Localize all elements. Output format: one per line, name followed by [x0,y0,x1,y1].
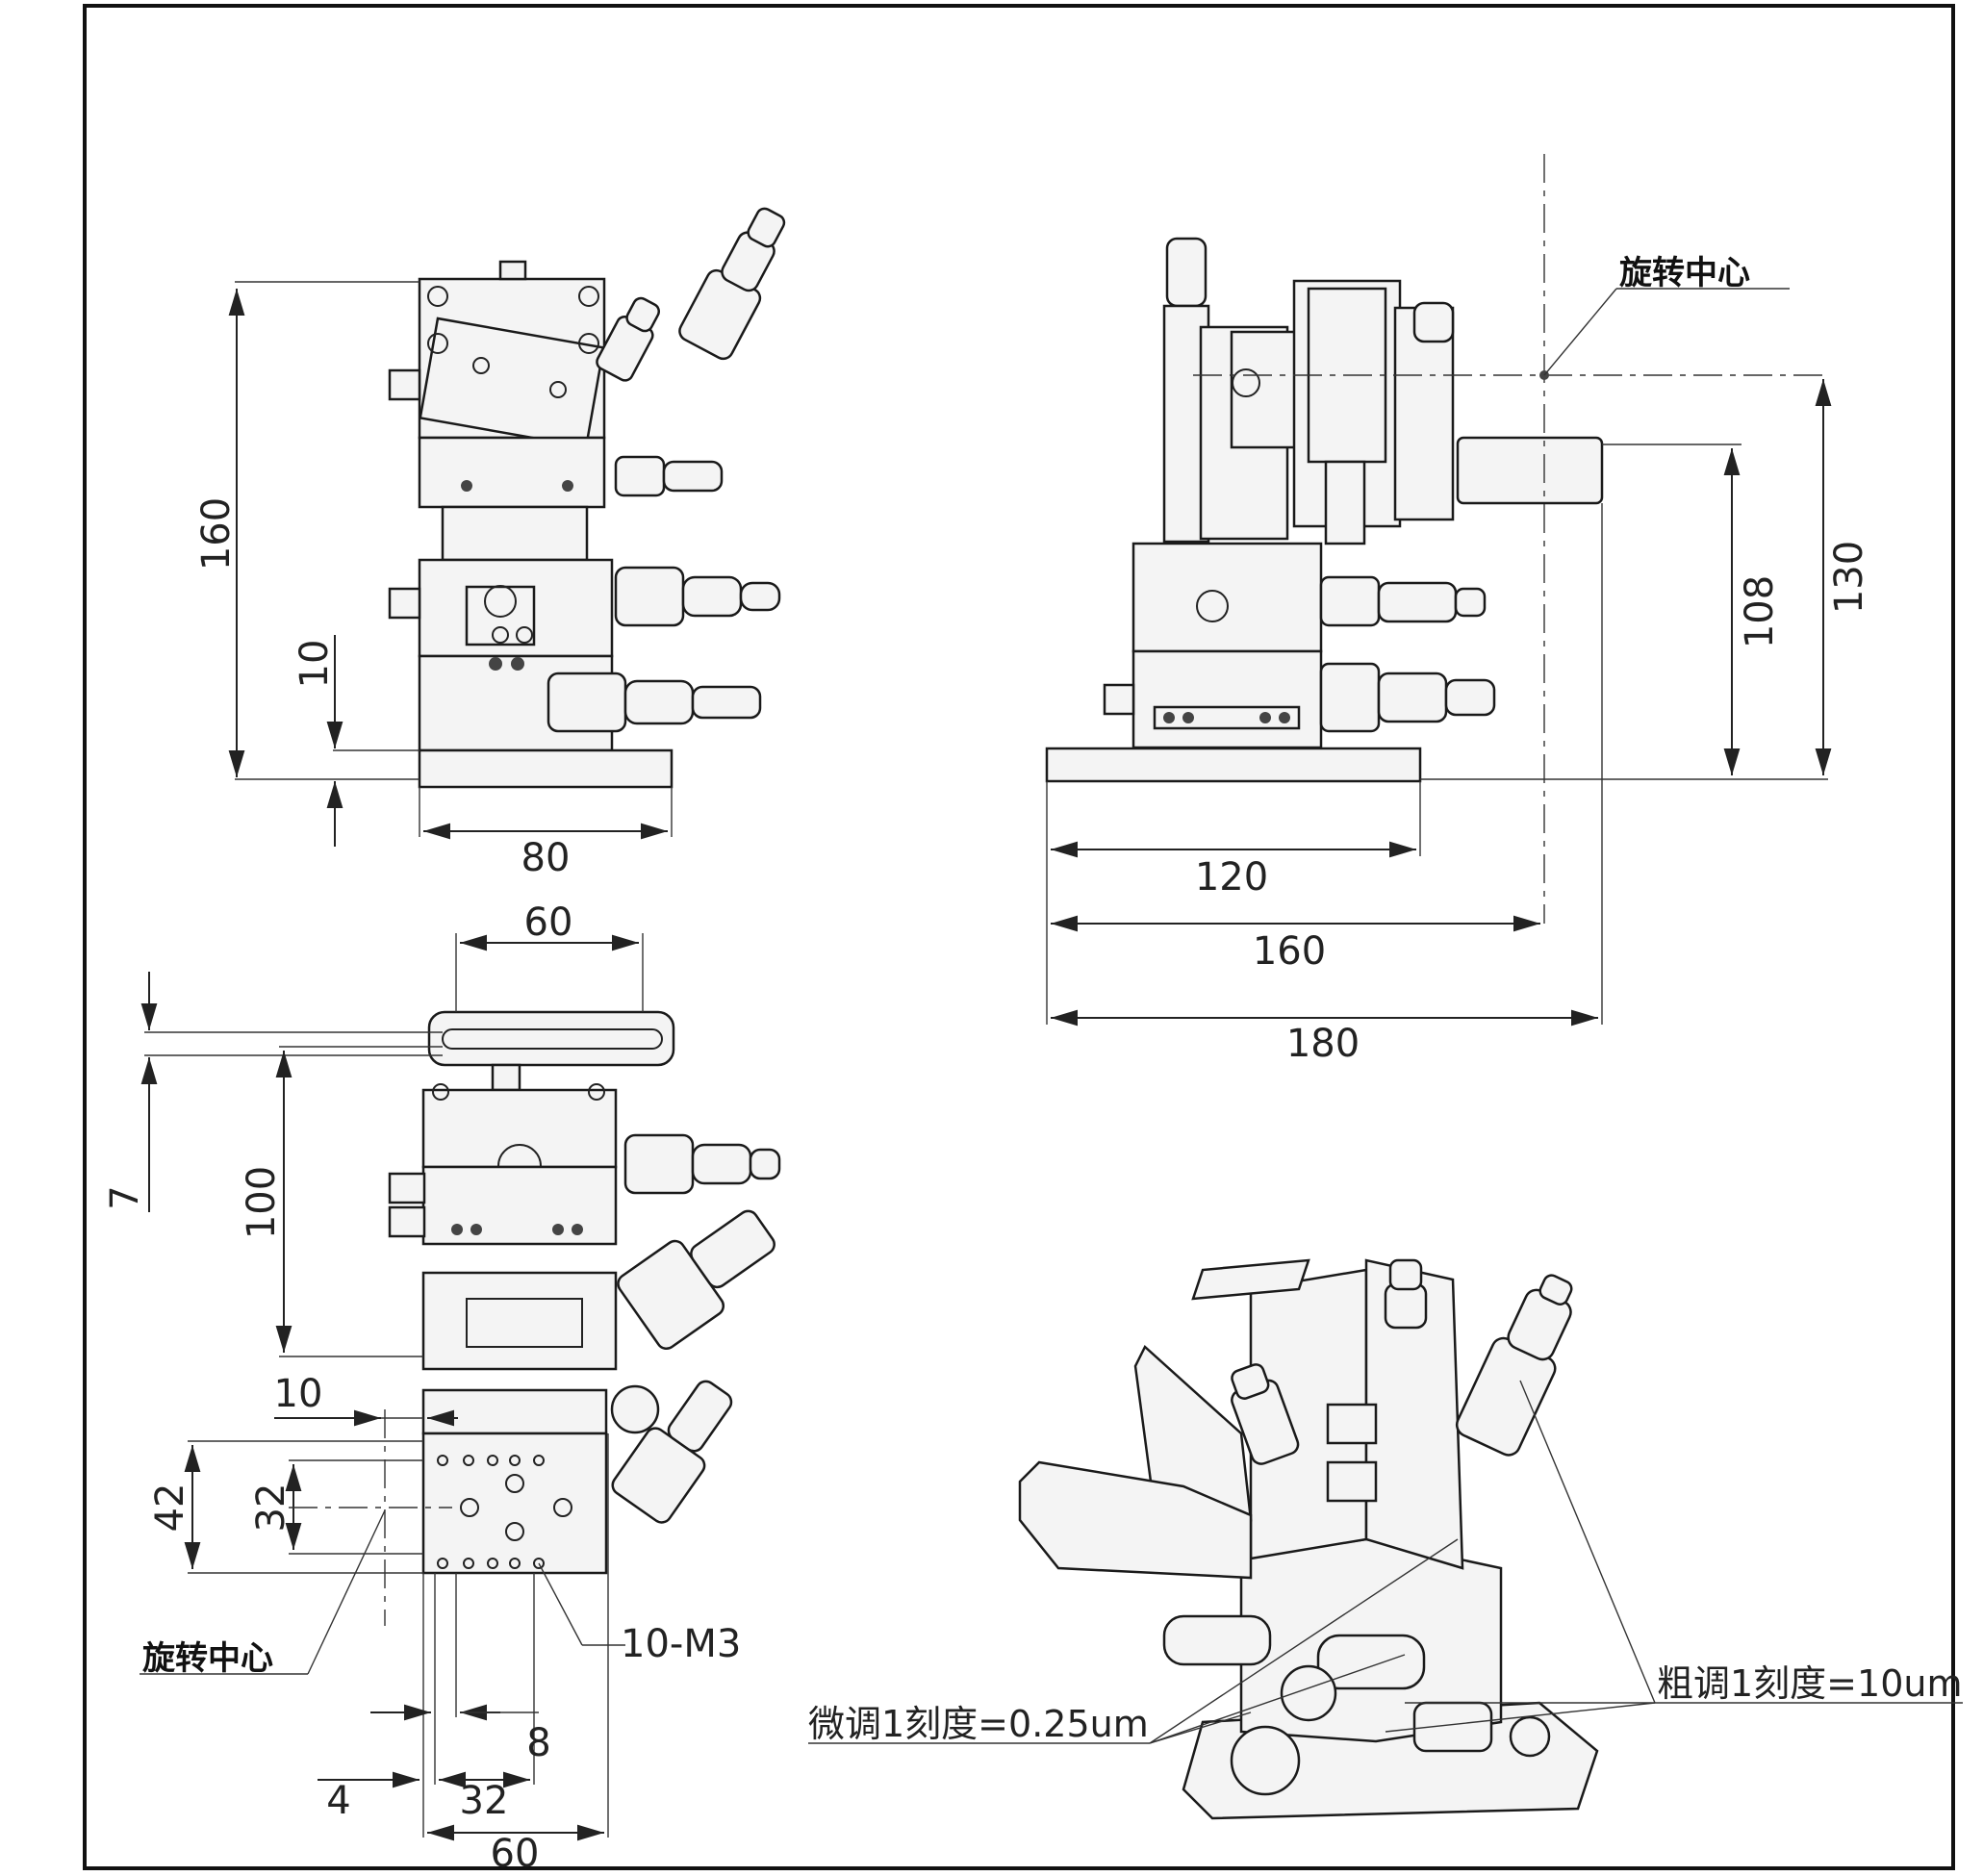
rotation-center-label-bottom: 旋转中心 [142,1639,273,1678]
fine-adjust-label: 微调1刻度=0.25um [808,1703,1149,1745]
bottom-edge-4-label: 4 [326,1779,350,1823]
top-slot-7-label: 7 [103,1185,147,1209]
top-width-60-label: 60 [524,900,573,945]
top-view: 60 7 100 10 42 32 10-M3 旋转中心 [103,900,781,1876]
side-h130-label: 130 [1827,541,1871,614]
side-w120-label: 120 [1195,855,1268,900]
side-view: 旋转中心 108 130 120 160 180 [1045,154,1871,1066]
thread-callout-label: 10-M3 [621,1622,741,1666]
coarse-adjust-label: 粗调1刻度=10um [1657,1662,1962,1705]
top-h32-label: 32 [249,1483,293,1533]
front-height-label: 160 [194,497,239,570]
side-h108-label: 108 [1738,575,1782,648]
top-offset-10-label: 10 [274,1372,323,1416]
drawing-frame [83,4,1955,1870]
front-width-label: 80 [521,836,571,880]
front-view: 160 10 80 [194,207,786,880]
front-base-label: 10 [292,640,337,689]
top-travel-100-label: 100 [240,1166,284,1239]
rotation-center-label-top: 旋转中心 [1619,254,1750,292]
top-h42-label: 42 [148,1483,192,1533]
side-w180-label: 180 [1286,1022,1360,1066]
bottom-w32-label: 32 [460,1779,509,1823]
side-w160-label: 160 [1253,929,1326,974]
bottom-pitch-8-label: 8 [526,1721,550,1765]
isometric-view: 微调1刻度=0.25um 粗调1刻度=10um [808,1258,1963,1820]
bottom-w60-label: 60 [491,1832,540,1876]
